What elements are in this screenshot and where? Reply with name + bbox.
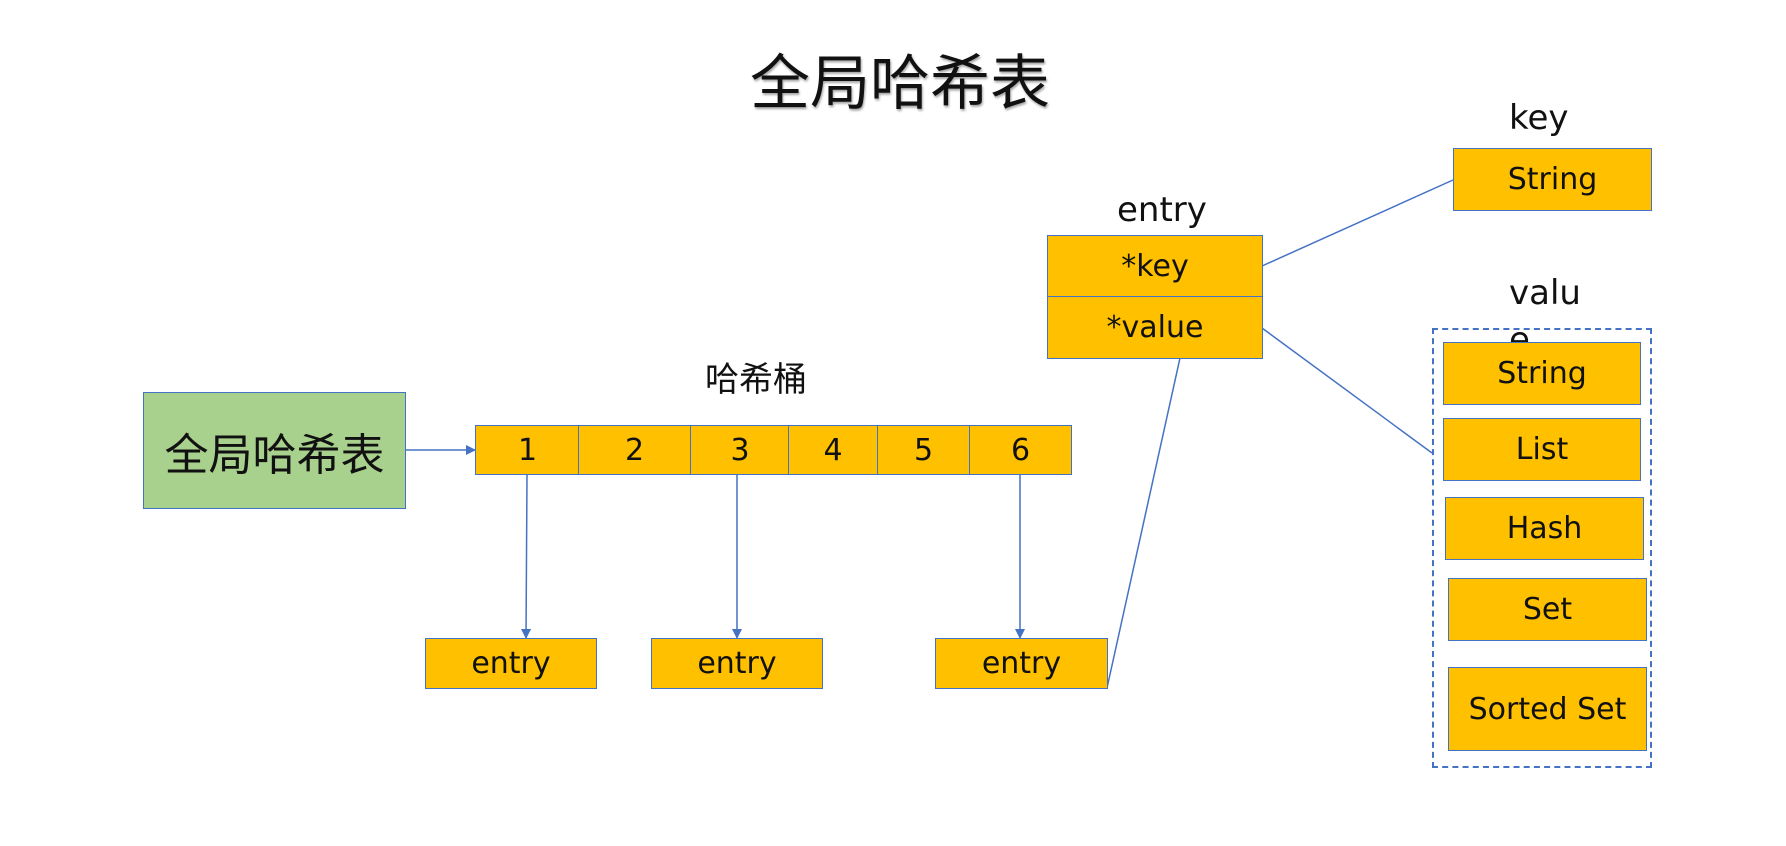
value-type-string: String <box>1443 342 1641 405</box>
value-label-line1: valu <box>1509 273 1581 313</box>
bucket-cell: 1 <box>475 425 580 475</box>
bucket-cell: 3 <box>690 425 790 475</box>
bucket-cell: 2 <box>578 425 691 475</box>
value-type-hash: Hash <box>1445 497 1644 560</box>
value-type-sorted-set: Sorted Set <box>1448 667 1647 751</box>
entry-key-field: *key <box>1047 235 1263 297</box>
value-type-set: Set <box>1448 578 1647 641</box>
entry-box: entry <box>425 638 597 689</box>
key-to-string-line <box>1261 179 1454 267</box>
key-type-string: String <box>1453 148 1652 211</box>
hash-bucket-label: 哈希桶 <box>705 360 807 400</box>
value-to-types-line <box>1261 327 1433 454</box>
entry-value-field: *value <box>1047 296 1263 359</box>
page-title: 全局哈希表 <box>750 49 1050 119</box>
key-label: key <box>1509 98 1569 138</box>
entry-box: entry <box>651 638 823 689</box>
value-type-list: List <box>1443 418 1641 481</box>
bucket-cell: 5 <box>877 425 970 475</box>
value-types-group <box>1432 328 1652 768</box>
entry-box: entry <box>935 638 1108 689</box>
entry-to-detail-line <box>1106 357 1181 689</box>
bucket-cell: 4 <box>788 425 878 475</box>
entry-detail-title: entry <box>1117 190 1207 230</box>
global-hash-table-box: 全局哈希表 <box>143 392 406 509</box>
bucket1-to-entry-arrow <box>521 474 532 639</box>
bucket-cell: 6 <box>969 425 1072 475</box>
